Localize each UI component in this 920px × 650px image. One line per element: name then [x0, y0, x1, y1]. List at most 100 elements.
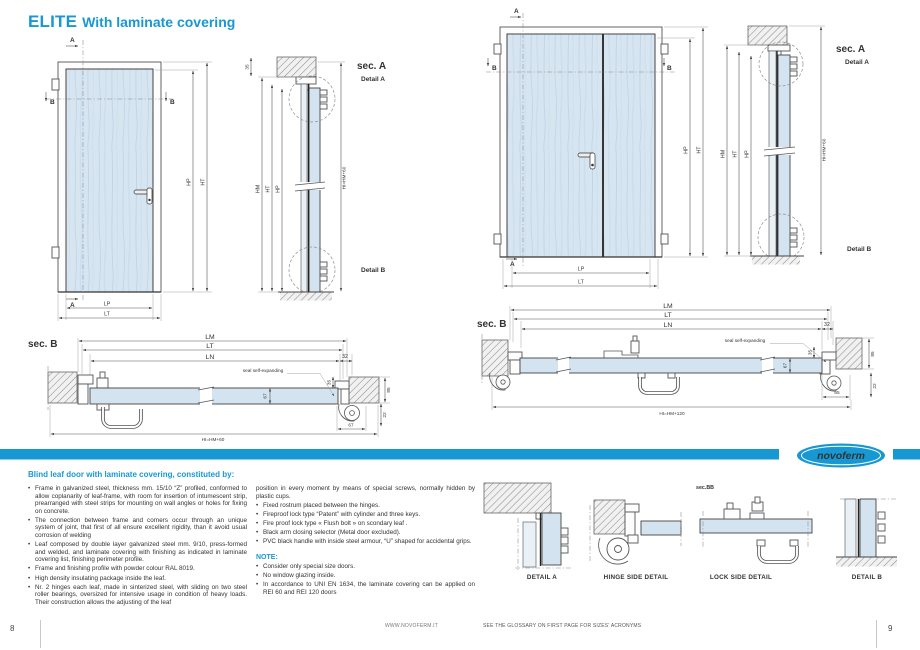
dim-lt: LT [664, 312, 671, 319]
description-block: Blind leaf door with laminate covering, … [28, 470, 476, 608]
hinge-side-detail-drawing [589, 499, 682, 565]
lock-side-detail-drawing [699, 496, 813, 564]
dim-hi: HI=HM+60 [822, 138, 827, 161]
dim-hi: HI=HM+120 [659, 411, 685, 416]
bullet-item: Frame and finishing profile with powder … [28, 565, 247, 573]
sec-bb-label: sec.BB [696, 485, 714, 491]
bullet-item: High density insulating package inside t… [28, 575, 247, 583]
vertical-section-left: 35 HM HT HP HI=HM+60 sec. A Detail A Det… [245, 56, 386, 301]
footer-divider-right [876, 620, 877, 648]
section-b-label: B [50, 99, 55, 106]
wall-right [348, 376, 380, 404]
dim-ht: HT [697, 146, 703, 154]
detail-a-caption: Detail A [361, 76, 385, 83]
page-number-left: 8 [10, 624, 15, 633]
dim-ln: LN [664, 322, 673, 329]
hinge-top [51, 78, 60, 91]
dim-35: 35 [808, 350, 813, 356]
dim-hp: HP [187, 178, 193, 186]
wall-right [835, 337, 863, 370]
hinge-pivot [495, 374, 511, 390]
dim-lm: LM [205, 334, 215, 341]
dim-85: 85 [870, 351, 875, 357]
section-a-label: A [70, 37, 75, 44]
bullet-item: Fire proof lock type « Flush bolt » on s… [256, 520, 475, 528]
dim-35: 35 [327, 380, 332, 386]
section-b-label: B [492, 65, 497, 72]
flush-bolt [630, 340, 640, 354]
dim-67b: 67 [348, 423, 354, 428]
dim-lm: LM [663, 303, 673, 310]
lock-side-detail-label: LOCK SIDE DETAIL [710, 574, 772, 581]
dim-hm: HM [721, 150, 727, 158]
bullet-item: Black arm closing selector (Metal door e… [256, 529, 475, 537]
door-leaf [65, 68, 154, 293]
dim-ln: LN [206, 354, 215, 361]
lintel-hatch [276, 56, 317, 78]
hinge-pivot [826, 375, 842, 391]
section-b-label: B [667, 65, 672, 72]
divider-band: novoferm [0, 443, 920, 468]
double-door-front: A A B B HP HT LP LT [486, 8, 708, 289]
bullet-item: Frame in galvanized steel, thickness mm.… [28, 485, 247, 515]
band-right [893, 449, 920, 460]
hinge-side-detail-label: HINGE SIDE DETAIL [604, 574, 669, 581]
detail-a-drawing [483, 482, 572, 570]
wall-left [47, 371, 78, 404]
hinge [493, 43, 502, 55]
note-item: In accordance to UNI EN 1634, the lamina… [256, 581, 475, 596]
bullet-item: Leaf composed by double layer galvanized… [28, 541, 247, 564]
sec-b-title: sec. B [477, 319, 506, 330]
title-main: ELITE [28, 12, 78, 31]
note-heading: NOTE: [256, 553, 278, 561]
detail-b-caption: Detail B [361, 267, 386, 274]
door-handle [577, 152, 596, 170]
leaf-slab [89, 387, 339, 405]
dim-32: 32 [824, 322, 830, 328]
title-sub: With laminate covering [82, 14, 236, 30]
footer-divider-left [40, 620, 41, 648]
leaf-section [777, 54, 791, 257]
bullet-item: Nr. 2 hinges each leaf, made in sinteriz… [28, 584, 247, 607]
bullet-item: PVC black handle with inside steel armou… [256, 538, 475, 546]
page-number-right: 9 [888, 624, 893, 633]
pull-handle [638, 377, 680, 395]
dim-32: 32 [342, 354, 348, 360]
horizontal-section-left: sec. B LM LT LN 32 seal self-expanding 3… [28, 334, 391, 442]
bullet-item: Fixed rostrum placed between the hinges. [256, 502, 475, 510]
dim-ht: HT [266, 185, 272, 193]
dim-lt: LT [206, 343, 213, 350]
footer-site: WWW.NOVOFERM.IT [385, 623, 438, 629]
wall-left [481, 339, 509, 377]
section-a-label: A [510, 261, 515, 268]
dim-85: 85 [386, 387, 391, 393]
footer-glossary-note: SEE THE GLOSSARY ON FIRST PAGE FOR SIZES… [483, 623, 642, 629]
section-a-label: A [514, 8, 519, 15]
section-a-label: A [70, 302, 75, 309]
bullet-item: The connection between frame and corners… [28, 517, 247, 540]
horizontal-section-right: sec. B LM LT LN 32 seal self-expanding 3… [477, 303, 877, 416]
note-item: Consider only special size doors. [256, 563, 475, 571]
dim-67: 67 [783, 363, 788, 369]
dim-22: 22 [382, 412, 387, 418]
dim-65: 65 [834, 390, 840, 395]
detail-b-caption: Detail B [847, 246, 872, 253]
dim-ht: HT [733, 150, 739, 158]
details-row: sec.BB DETAIL A HINGE SIDE DETAIL [483, 482, 897, 581]
hinge [493, 233, 502, 245]
door-handle [133, 187, 153, 205]
dim-hp: HP [276, 185, 282, 193]
dim-hp: HP [745, 150, 751, 158]
dim-lt: LT [578, 280, 585, 286]
description-column-1: Frame in galvanized steel, thickness mm.… [28, 485, 247, 608]
sec-a-title: sec. A [357, 61, 386, 72]
dim-hp: HP [684, 146, 690, 154]
hinge-bottom [51, 246, 60, 259]
bullet-item: Fireproof lock type “Patent” with cylind… [256, 511, 475, 519]
lintel-hatch [747, 25, 788, 46]
dim-35: 35 [245, 64, 250, 70]
dim-lp: LP [578, 267, 585, 273]
